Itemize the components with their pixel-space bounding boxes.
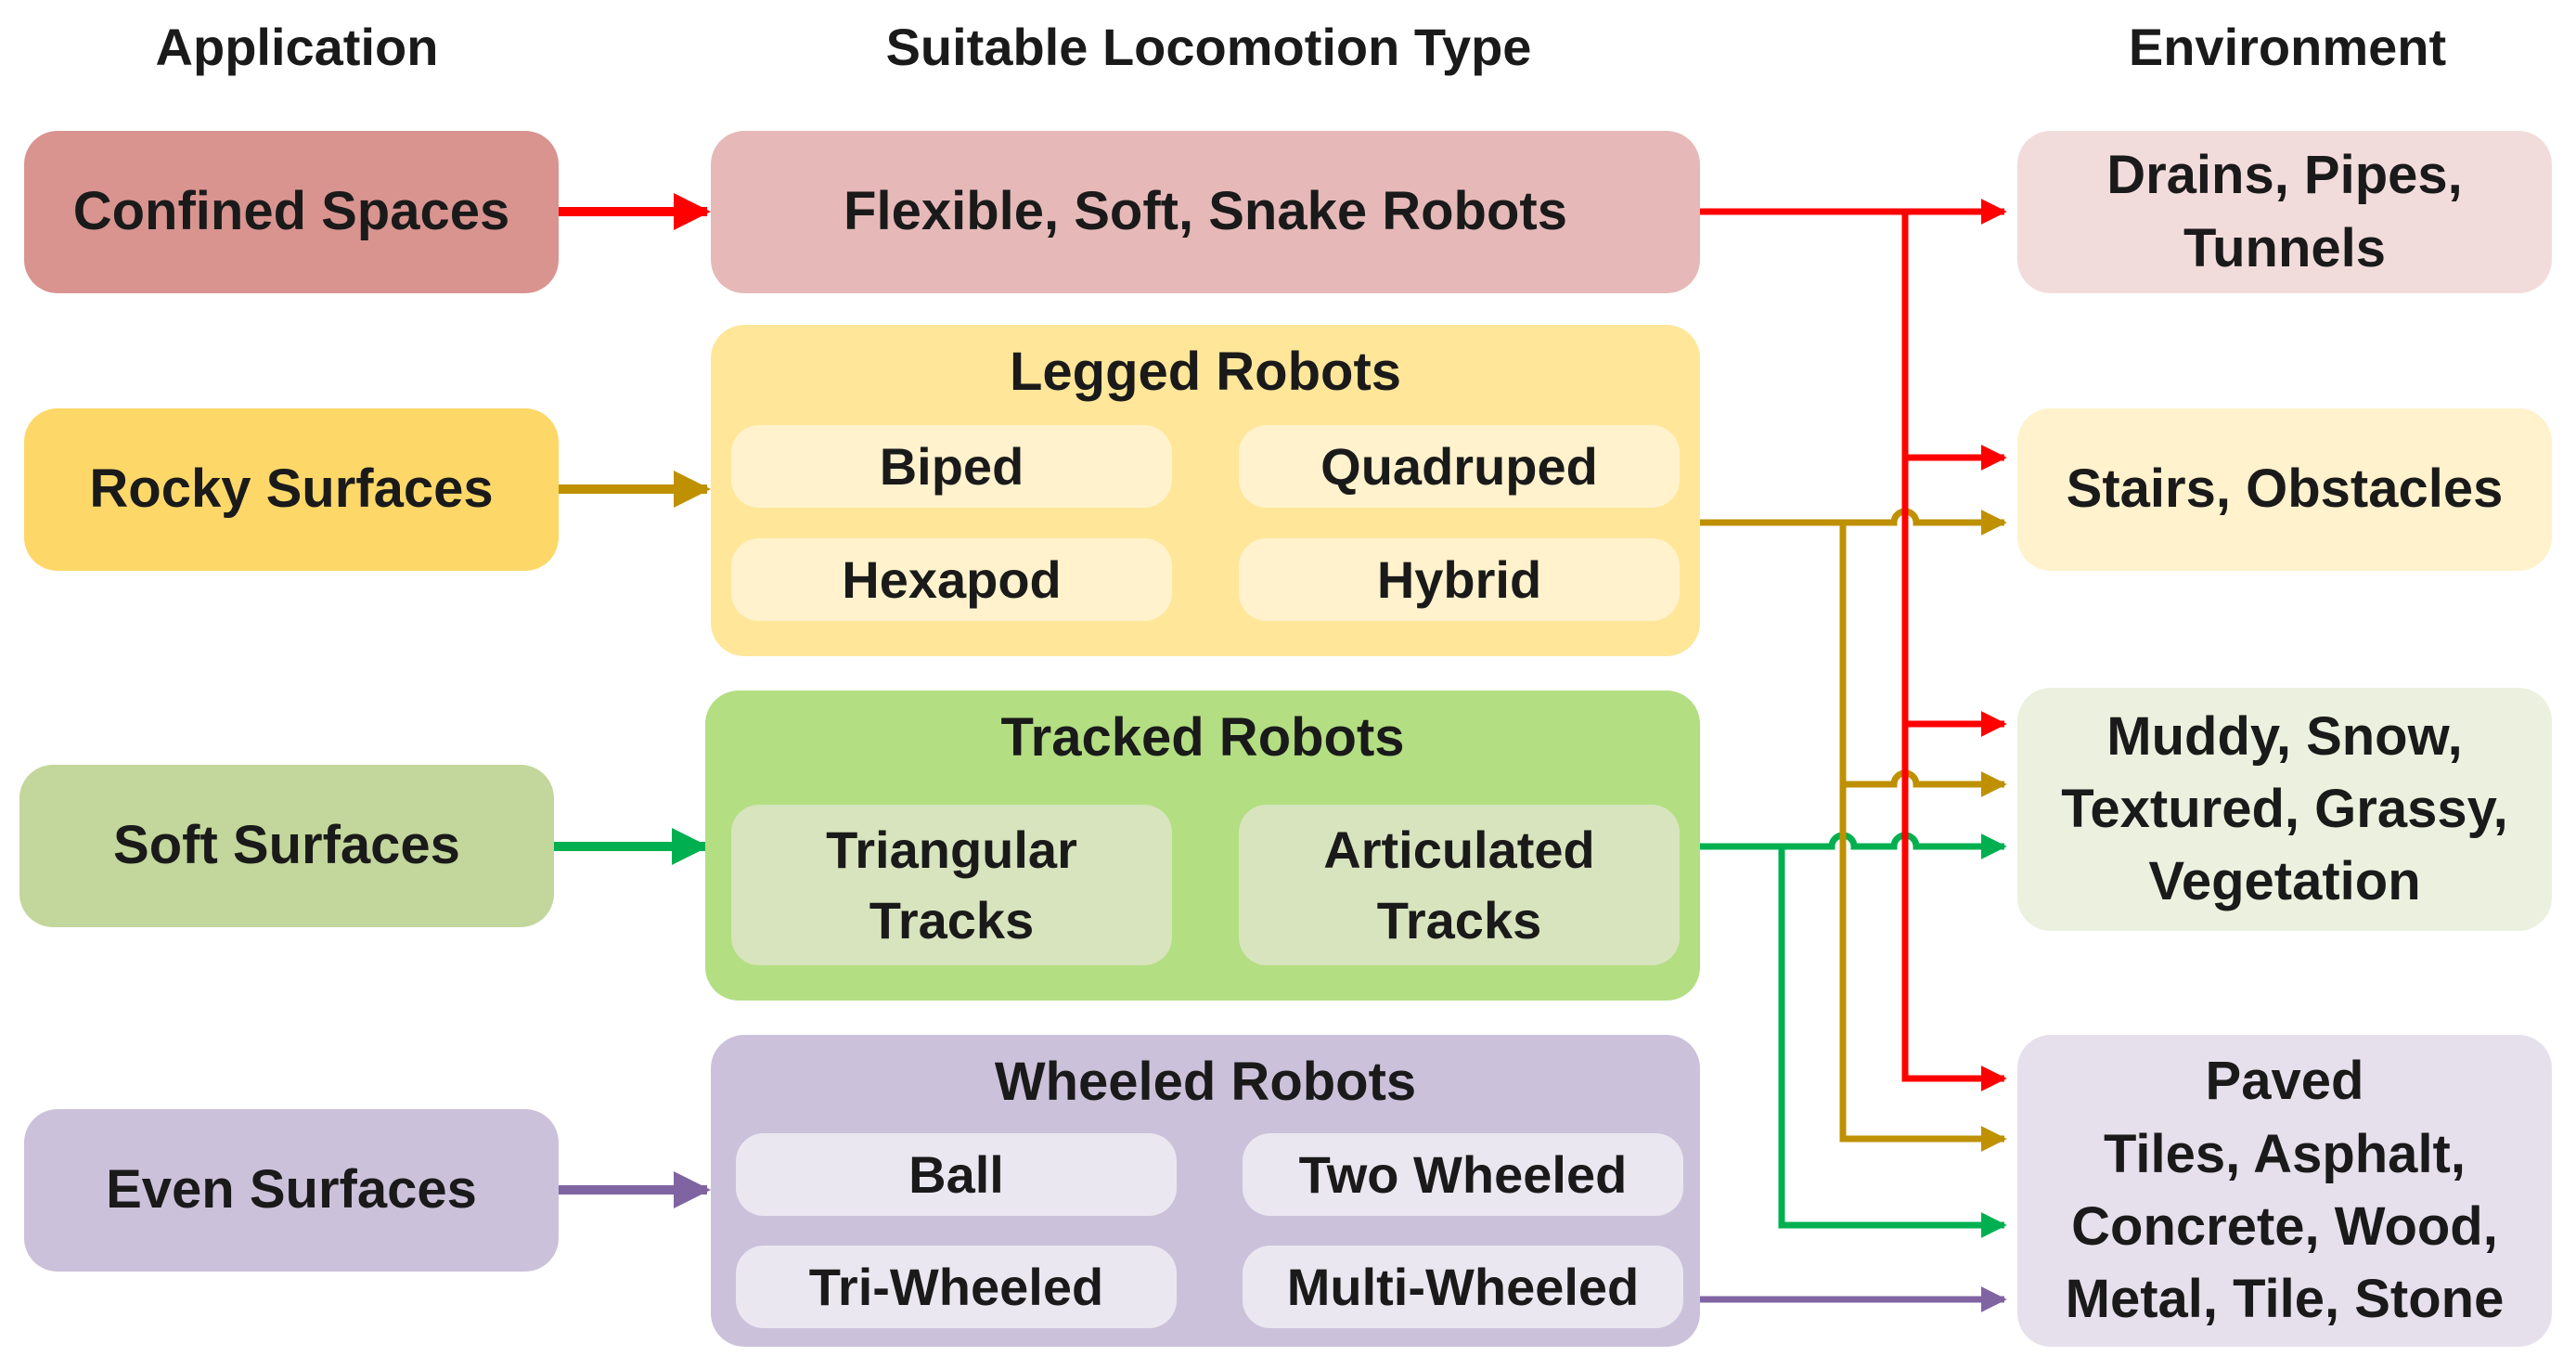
env-muddy-snow: Muddy, Snow, Textured, Grassy, Vegetatio… [2017,688,2552,931]
tracked-robots-title: Tracked Robots [1000,706,1405,768]
red-connectors [1700,199,2007,1091]
app-even-surfaces: Even Surfaces [24,1109,559,1272]
wheeled-type-multi-wheeled: Multi-Wheeled [1243,1246,1683,1328]
app-confined-spaces: Confined Spaces [24,131,559,293]
app-soft-surfaces: Soft Surfaces [19,765,554,927]
app-even-surfaces-label: Even Surfaces [106,1159,477,1220]
app-rocky-surfaces-label: Rocky Surfaces [89,458,494,520]
header-application: Application [155,17,439,76]
wheeled-type-ball: Ball [736,1133,1177,1216]
env-muddy-label: Muddy, Snow, Textured, Grassy, Vegetatio… [2061,705,2508,912]
env-drains-pipes-tunnels: Drains, Pipes, Tunnels [2017,131,2552,293]
green-connectors [1700,832,2007,1238]
legged-type-biped: Biped [731,425,1172,508]
app-confined-spaces-label: Confined Spaces [72,181,510,242]
loco-wheeled-robots: Wheeled Robots Ball Two Wheeled Tri-Whee… [711,1035,1700,1347]
env-paved: Paved Tiles, Asphalt, Concrete, Wood, Me… [2017,1035,2552,1347]
env-paved-label: Paved Tiles, Asphalt, Concrete, Wood, Me… [2065,1051,2505,1330]
app-soft-surfaces-label: Soft Surfaces [113,815,460,876]
legged-type-quadruped: Quadruped [1239,425,1680,508]
wheeled-type-two-wheeled: Two Wheeled [1243,1133,1683,1216]
header-environment: Environment [2128,17,2447,76]
loco-legged-robots: Legged Robots Biped Quadruped Hexapod Hy… [711,325,1700,656]
env-drains-label: Drains, Pipes, Tunnels [2106,145,2463,278]
gold-connectors [1700,508,2007,1152]
loco-snake-robots: Flexible, Soft, Snake Robots [711,131,1700,293]
loco-snake-robots-label: Flexible, Soft, Snake Robots [844,181,1567,242]
loco-tracked-robots: Tracked Robots Triangular Tracks Articul… [705,691,1700,1001]
header-locomotion: Suitable Locomotion Type [885,17,1532,76]
legged-type-hybrid: Hybrid [1239,538,1680,621]
wheeled-robots-title: Wheeled Robots [994,1051,1417,1112]
legged-robots-title: Legged Robots [1009,341,1402,402]
legged-type-hexapod: Hexapod [731,538,1172,621]
wheeled-type-tri-wheeled: Tri-Wheeled [736,1246,1177,1328]
tracked-type-articulated: Articulated Tracks [1239,805,1680,965]
env-stairs-obstacles: Stairs, Obstacles [2017,408,2552,571]
env-stairs-label: Stairs, Obstacles [2066,458,2504,520]
app-rocky-surfaces: Rocky Surfaces [24,408,559,571]
tracked-type-triangular: Triangular Tracks [731,805,1172,965]
